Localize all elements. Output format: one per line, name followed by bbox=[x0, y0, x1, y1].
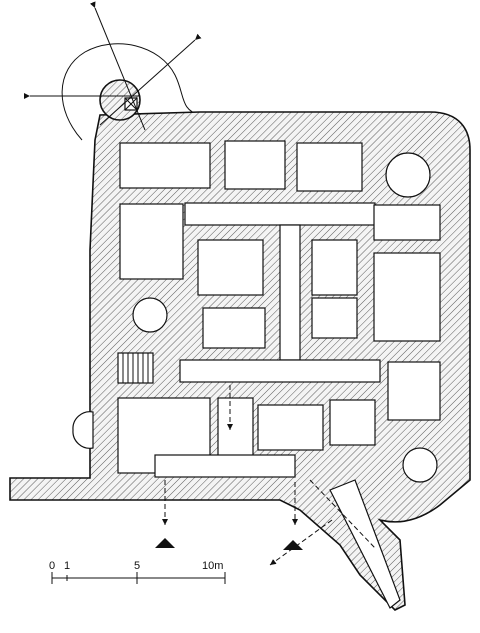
corridor-center-vertical bbox=[279, 224, 301, 361]
scale-label-0: 0 bbox=[49, 560, 55, 572]
entrance-marker-left bbox=[155, 538, 175, 548]
room-south-4 bbox=[329, 399, 376, 446]
room-south-3 bbox=[257, 404, 324, 451]
scale-label-10m: 10m bbox=[202, 560, 223, 572]
room-east-1 bbox=[373, 204, 441, 241]
room-north-3 bbox=[296, 142, 363, 192]
scale-bar: 0 1 5 10m bbox=[49, 560, 226, 584]
room-center-3 bbox=[311, 239, 358, 296]
room-center-1 bbox=[197, 239, 264, 296]
tower-west bbox=[132, 297, 168, 333]
scale-label-1: 1 bbox=[64, 560, 70, 572]
staircase bbox=[117, 352, 154, 384]
axis-line-3 bbox=[99, 33, 202, 126]
room-east-2 bbox=[387, 361, 441, 421]
room-east-large bbox=[373, 252, 441, 342]
room-north-1 bbox=[119, 142, 211, 189]
gate-ramp bbox=[329, 479, 401, 609]
room-center-2 bbox=[202, 307, 266, 349]
tower-southeast bbox=[402, 447, 438, 483]
scale-label-5: 5 bbox=[134, 560, 140, 572]
room-west-large bbox=[119, 203, 184, 280]
room-north-2 bbox=[224, 140, 286, 190]
axis-line-1 bbox=[89, 1, 146, 131]
entrance-line-3 bbox=[269, 519, 333, 566]
tower-northwest-crossmark bbox=[124, 97, 138, 111]
tower-west-annex bbox=[72, 411, 94, 449]
corridor-south bbox=[179, 359, 381, 383]
corridor-north bbox=[184, 202, 376, 226]
stair-steps bbox=[122, 353, 149, 383]
gate-passage bbox=[154, 454, 296, 478]
tower-northeast bbox=[385, 152, 431, 198]
room-center-4 bbox=[311, 297, 358, 339]
entrance-marker-right bbox=[283, 540, 303, 550]
